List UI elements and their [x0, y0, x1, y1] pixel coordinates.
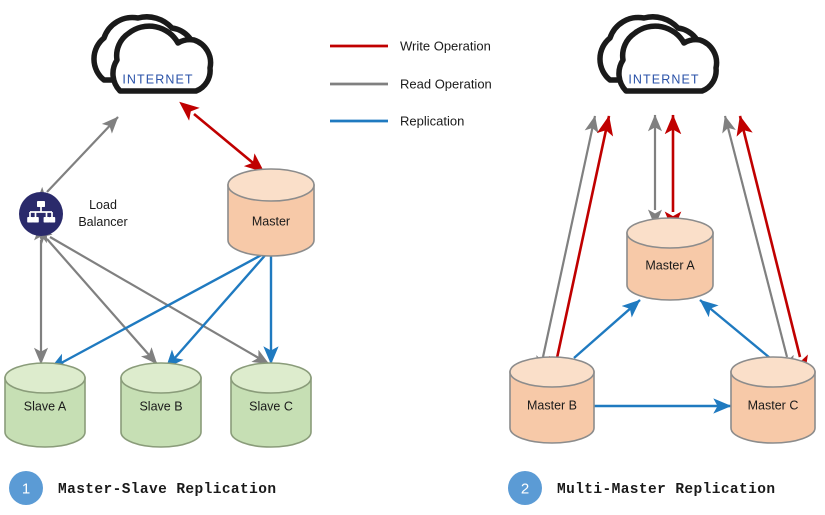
panel-master-slave: INTERNET Load Balancer: [4, 14, 315, 505]
connection-master-c-master-a-replication: [699, 299, 771, 359]
database-master-c[interactable]: Master C: [730, 356, 816, 444]
internet-cloud-multi-master: INTERNET: [597, 14, 720, 94]
master-a-cylinder-top: [626, 217, 714, 249]
connection-load-balancer-slave-c-read: [35, 228, 270, 365]
slave-c-cylinder-body: [230, 377, 312, 448]
slave-c-label: Slave C: [249, 399, 293, 413]
panel-multi-master: INTERNET Master A Master B Master C 2 Mu…: [508, 14, 816, 505]
slave-b-label: Slave B: [139, 399, 182, 413]
load-balancer-icon: [27, 201, 56, 223]
load-balancer-node[interactable]: Load Balancer: [19, 192, 128, 236]
connections-master-slave: [33, 101, 279, 371]
slave-a-cylinder-body: [4, 377, 86, 448]
master-b-cylinder-top: [509, 356, 595, 388]
connections-multi-master: [536, 114, 808, 414]
connection-internet-master-c-write: [736, 115, 808, 376]
internet-label: INTERNET: [122, 72, 193, 86]
caption-1-text: Master-Slave Replication: [58, 482, 276, 498]
connection-load-balancer-internet-read: [35, 116, 119, 204]
connection-master-slave-b-replication: [165, 251, 269, 369]
master-cylinder-top: [227, 168, 315, 202]
cloud-front-icon-2: [616, 23, 720, 94]
badge-2-number: 2: [521, 481, 529, 498]
badge-2-circle: [508, 471, 542, 505]
slave-c-cylinder-top: [230, 362, 312, 394]
connection-internet-master-write: [179, 101, 265, 174]
caption-master-slave: 1 Master-Slave Replication: [9, 471, 276, 505]
database-slave-a[interactable]: Slave A: [4, 362, 86, 448]
master-label: Master: [252, 214, 290, 228]
legend-item-replication: Replication: [330, 113, 464, 128]
connection-load-balancer-slave-b-read: [36, 226, 158, 365]
connection-internet-master-b-write: [548, 115, 614, 377]
load-balancer-label-line1: Load: [89, 198, 117, 212]
connection-internet-master-c-read: [722, 115, 794, 373]
slave-a-cylinder-top: [4, 362, 86, 394]
caption-multi-master: 2 Multi-Master Replication: [508, 471, 775, 505]
master-b-cylinder-body: [509, 371, 595, 444]
slave-b-cylinder-body: [120, 377, 202, 448]
caption-2-text: Multi-Master Replication: [557, 482, 775, 498]
database-slave-b[interactable]: Slave B: [120, 362, 202, 448]
master-cylinder-body: [227, 184, 315, 257]
badge-1-number: 1: [22, 481, 30, 498]
load-balancer-label-line2: Balancer: [78, 215, 127, 229]
master-a-cylinder-body: [626, 232, 714, 301]
connection-master-slave-a-replication: [49, 250, 268, 371]
database-master[interactable]: Master: [227, 168, 315, 257]
master-c-cylinder-body: [730, 371, 816, 444]
database-master-b[interactable]: Master B: [509, 356, 595, 444]
legend-item-write: Write Operation: [330, 38, 491, 53]
legend-replication-label: Replication: [400, 113, 464, 128]
connection-master-b-master-a-replication: [573, 299, 641, 359]
slave-a-label: Slave A: [24, 399, 67, 413]
master-c-cylinder-top: [730, 356, 816, 388]
internet-label-2: INTERNET: [628, 72, 699, 86]
legend-item-read: Read Operation: [330, 76, 492, 91]
database-master-a[interactable]: Master A: [626, 217, 714, 301]
master-a-label: Master A: [645, 258, 695, 272]
legend-write-label: Write Operation: [400, 38, 491, 53]
slave-b-cylinder-top: [120, 362, 202, 394]
connection-internet-master-b-read: [536, 115, 599, 373]
load-balancer-circle: [19, 192, 63, 236]
legend: Write Operation Read Operation Replicati…: [330, 38, 492, 128]
database-slave-c[interactable]: Slave C: [230, 362, 312, 448]
legend-read-label: Read Operation: [400, 76, 492, 91]
badge-1-circle: [9, 471, 43, 505]
master-c-label: Master C: [748, 398, 799, 412]
internet-cloud-master-slave: INTERNET: [91, 14, 214, 94]
cloud-front-icon: [110, 23, 214, 94]
master-b-label: Master B: [527, 398, 577, 412]
